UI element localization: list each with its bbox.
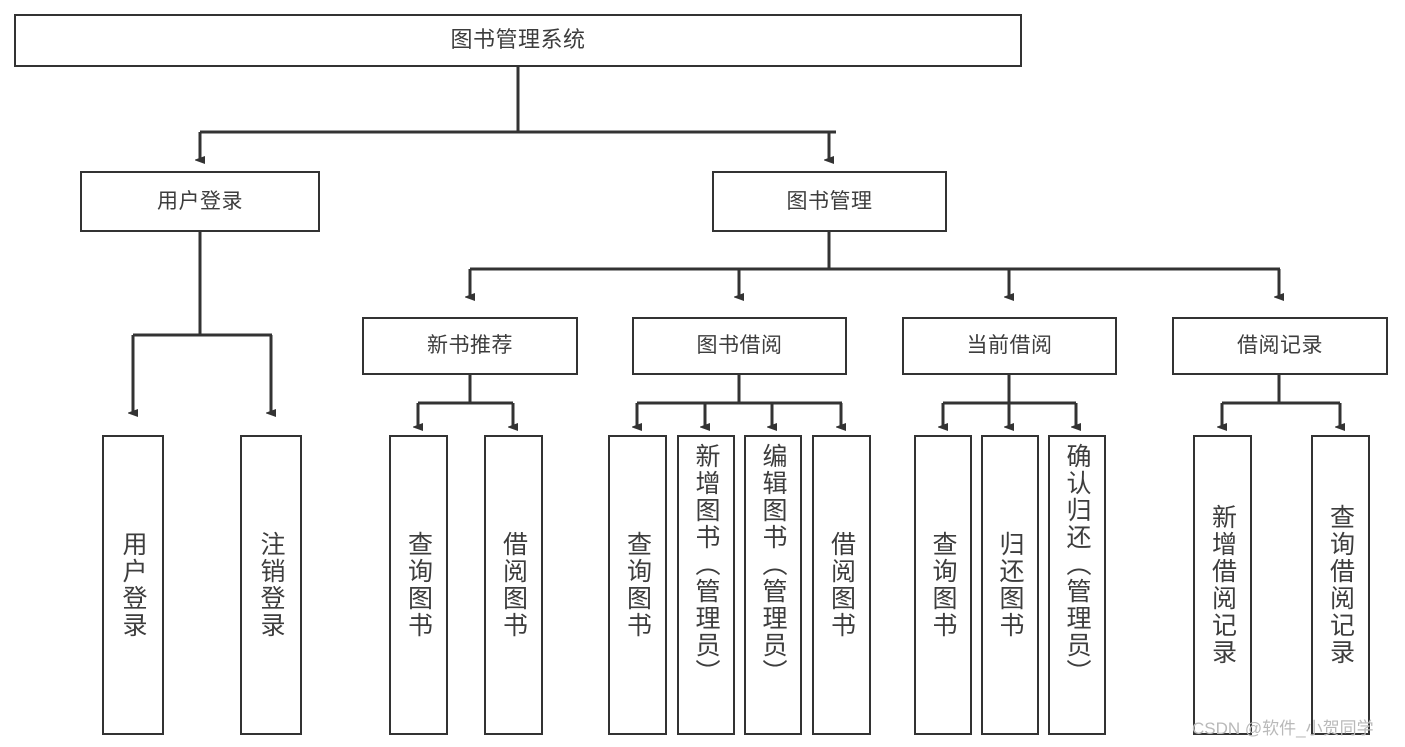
leaf-book-borrow-query[interactable]: 查询图书 <box>608 435 667 735</box>
node-label: 图书借阅 <box>696 334 783 358</box>
node-label: 当前借阅 <box>966 334 1053 358</box>
leaf-user-login-signout[interactable]: 注销登录 <box>240 435 302 735</box>
node-label: 借阅图书 <box>827 531 856 639</box>
node-label: 新书推荐 <box>427 334 513 358</box>
node-user-login[interactable]: 用户登录 <box>80 171 320 232</box>
leaf-new-book-borrow[interactable]: 借阅图书 <box>484 435 543 735</box>
node-borrow-record[interactable]: 借阅记录 <box>1172 317 1388 375</box>
leaf-current-borrow-query[interactable]: 查询图书 <box>914 435 972 735</box>
node-new-book-recommend[interactable]: 新书推荐 <box>362 317 578 375</box>
leaf-borrow-record-add[interactable]: 新增借阅记录 <box>1193 435 1252 735</box>
leaf-current-borrow-confirm[interactable]: 确认归还（管理员） <box>1048 435 1106 735</box>
node-label: 图书管理 <box>786 189 873 213</box>
node-label: 借阅图书 <box>499 531 528 639</box>
node-label: 查询图书 <box>404 531 433 639</box>
leaf-book-borrow-add[interactable]: 新增图书（管理员） <box>677 435 735 735</box>
leaf-borrow-record-query[interactable]: 查询借阅记录 <box>1311 435 1370 735</box>
node-root-system[interactable]: 图书管理系统 <box>14 14 1022 67</box>
watermark-text: CSDN @软件_小贺同学 <box>1192 719 1374 738</box>
node-label: 查询图书 <box>623 531 652 639</box>
node-label: 查询借阅记录 <box>1326 504 1355 666</box>
node-label: 编辑图书（管理员） <box>759 443 787 686</box>
node-label: 归还图书 <box>996 531 1024 639</box>
node-label: 新增图书（管理员） <box>692 443 720 686</box>
leaf-current-borrow-return[interactable]: 归还图书 <box>981 435 1039 735</box>
node-label: 确认归还（管理员） <box>1063 443 1091 686</box>
node-label: 用户登录 <box>119 531 147 639</box>
node-label: 新增借阅记录 <box>1208 504 1237 666</box>
leaf-user-login-signin[interactable]: 用户登录 <box>102 435 164 735</box>
leaf-new-book-query[interactable]: 查询图书 <box>389 435 448 735</box>
leaf-book-borrow-edit[interactable]: 编辑图书（管理员） <box>744 435 802 735</box>
leaf-book-borrow-lend[interactable]: 借阅图书 <box>812 435 871 735</box>
node-current-borrow[interactable]: 当前借阅 <box>902 317 1117 375</box>
node-book-management[interactable]: 图书管理 <box>712 171 947 232</box>
node-label: 借阅记录 <box>1237 334 1323 358</box>
node-label: 查询图书 <box>929 531 957 639</box>
node-label: 用户登录 <box>157 189 243 213</box>
node-book-borrow[interactable]: 图书借阅 <box>632 317 847 375</box>
node-label: 注销登录 <box>257 531 285 639</box>
node-label: 图书管理系统 <box>450 27 586 53</box>
